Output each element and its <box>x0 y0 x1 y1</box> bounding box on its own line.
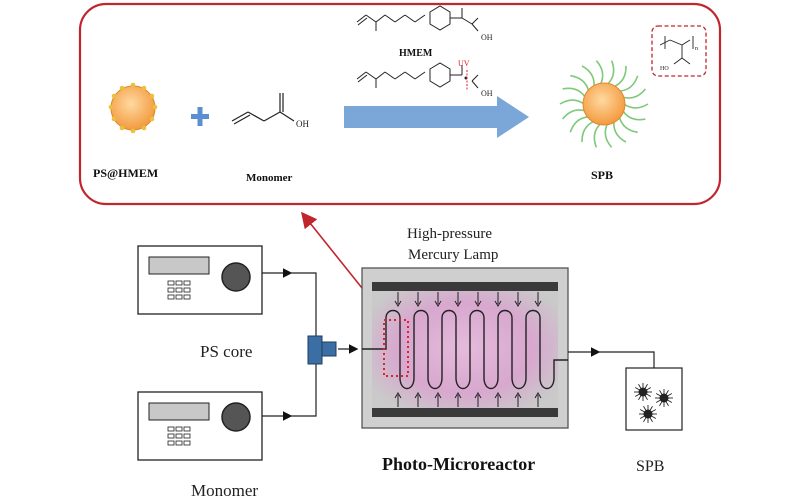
lamp-label-line2: Mercury Lamp <box>408 247 498 263</box>
syringe-pump-ps-core <box>137 245 263 315</box>
polymer-brush <box>595 60 604 85</box>
syringe-pump-monomer <box>137 391 263 461</box>
spb-top-label: SPB <box>591 168 613 182</box>
polymer-brush <box>623 103 649 109</box>
light-ray-down <box>514 292 522 307</box>
polymer-brush <box>559 99 585 105</box>
light-ray-up <box>394 392 402 407</box>
pump-keypad <box>167 426 191 446</box>
light-ray-down <box>534 292 542 307</box>
spb-particle-small <box>639 405 657 423</box>
spb-particle <box>559 60 649 148</box>
monomer-pump-label: Monomer <box>191 481 258 500</box>
polymer-brush <box>570 74 590 92</box>
light-ray-down <box>494 292 502 307</box>
light-ray-up <box>494 392 502 407</box>
repeat-unit-inset <box>651 25 707 77</box>
light-ray-down <box>454 292 462 307</box>
polymer-brush <box>581 120 595 143</box>
pump-display <box>148 402 210 421</box>
polymer-brush <box>606 60 615 85</box>
lamp-bar-top <box>372 282 558 291</box>
light-rays <box>394 292 542 407</box>
hmem-uv-structure <box>356 62 479 89</box>
monomer-oh-label: OH <box>296 119 309 129</box>
polymer-brush <box>562 87 586 98</box>
ps-hmem-particle <box>108 82 158 134</box>
pump-knob <box>221 262 251 292</box>
light-ray-up <box>474 392 482 407</box>
monomer-structure <box>231 93 295 125</box>
ps-core-label: PS core <box>200 342 252 361</box>
pump-display <box>148 256 210 275</box>
polymer-brush <box>569 116 589 133</box>
t-mixer <box>307 335 337 365</box>
light-ray-up <box>514 392 522 407</box>
polymer-brush <box>593 123 602 148</box>
polymer-brush <box>619 75 639 92</box>
pump-knob <box>221 402 251 432</box>
light-ray-up <box>434 392 442 407</box>
reaction-arrow <box>344 96 529 138</box>
hmem-structure <box>356 5 479 32</box>
ps-hmem-label: PS@HMEM <box>93 166 158 180</box>
uv-label: UV <box>458 59 470 68</box>
light-ray-up <box>454 392 462 407</box>
polymer-brush <box>618 116 638 134</box>
hmem-uv-oh-label: OH <box>481 89 493 98</box>
polymer-brush <box>562 109 586 120</box>
light-ray-down <box>434 292 442 307</box>
light-ray-up <box>534 392 542 407</box>
top-panel-frame <box>78 2 722 206</box>
polymer-brush <box>622 110 646 121</box>
polymer-brush <box>622 88 646 99</box>
light-ray-down <box>394 292 402 307</box>
hmem-oh-label: OH <box>481 33 493 42</box>
lamp-bar-bottom <box>372 408 558 417</box>
plus-icon <box>191 107 209 126</box>
light-ray-down <box>474 292 482 307</box>
light-ray-up <box>414 392 422 407</box>
polymer-brush <box>604 123 613 148</box>
spb-particle-small <box>634 383 652 401</box>
reactor-label: Photo-Microreactor <box>382 454 535 474</box>
pump-keypad <box>167 280 191 300</box>
spb-bottom-label: SPB <box>636 458 664 475</box>
monomer-top-label: Monomer <box>246 172 293 184</box>
lamp-label-line1: High-pressure <box>407 226 492 242</box>
serpentine-channel <box>362 309 568 390</box>
spb-particle-small <box>655 389 673 407</box>
light-ray-down <box>414 292 422 307</box>
uv-glow <box>372 286 558 410</box>
repeat-unit-n: n <box>695 46 698 52</box>
hmem-label: HMEM <box>399 48 433 59</box>
repeat-unit-structure <box>659 36 694 65</box>
polymer-brush <box>613 65 627 88</box>
zoom-region <box>383 319 409 377</box>
polymer-brush <box>581 65 595 87</box>
feed-tubing <box>262 268 359 421</box>
polymer-brush <box>613 121 627 143</box>
repeat-unit-ho: HO <box>660 66 669 72</box>
collection-vial <box>625 367 683 431</box>
